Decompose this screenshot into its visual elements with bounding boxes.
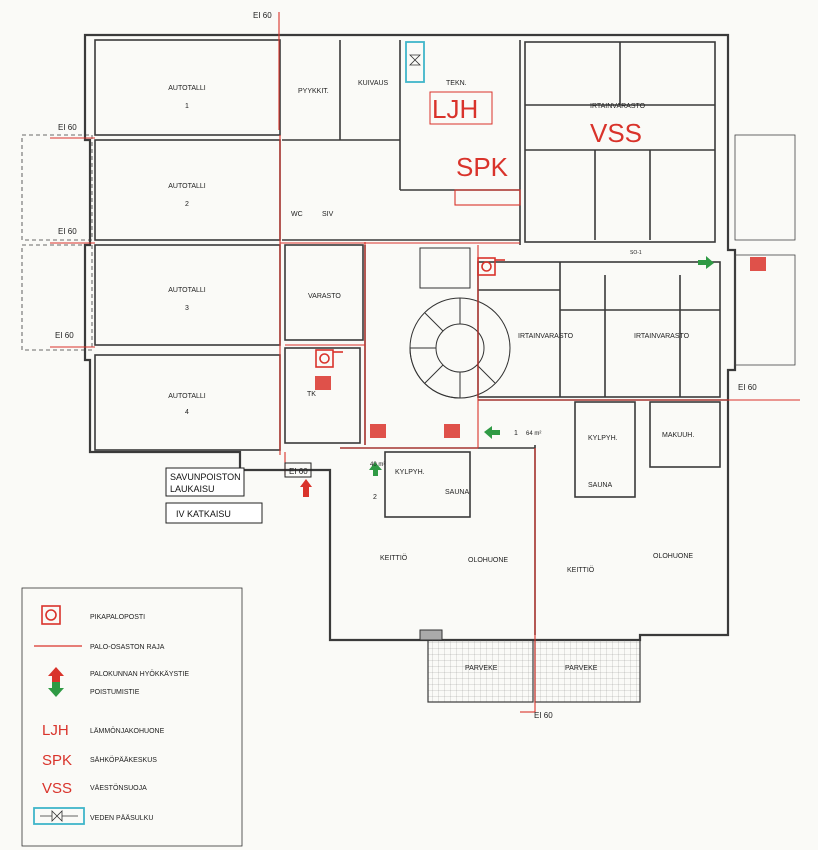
vss-marker: VSS <box>590 118 642 148</box>
garage-4-number: 4 <box>185 409 189 416</box>
exit-arrows <box>369 256 714 476</box>
legend-text-2: PALOKUNNAN HYÖKKÄYSTIE <box>90 670 189 678</box>
ei-label-top: EI 60 <box>253 11 272 20</box>
garage-1-number: 1 <box>185 103 189 110</box>
garage-3-label: AUTOTALLI <box>168 287 206 294</box>
legend-text-3: POISTUMISTIE <box>90 689 140 696</box>
water-valve-icon <box>405 41 425 83</box>
sauna-2-label: SAUNA <box>445 489 469 496</box>
legend-text-5: SÄHKÖPÄÄKESKUS <box>90 756 157 764</box>
olohuone-2-label: OLOHUONE <box>653 553 693 560</box>
ei-label-tk: EI 60 <box>289 467 308 476</box>
elevator <box>419 247 471 289</box>
wc-label: WC <box>291 211 303 218</box>
apartment-1-number: 1 <box>514 430 518 437</box>
right-projections <box>734 134 796 366</box>
legend-abbr-vss: VSS <box>42 780 72 797</box>
labels: AUTOTALLI 1 AUTOTALLI 2 AUTOTALLI 3 AUTO… <box>55 11 757 720</box>
kylpy-2-label: KYLPYH. <box>395 469 425 476</box>
parveke-1-label: PARVEKE <box>465 665 498 672</box>
apartment-2-number: 2 <box>373 494 377 501</box>
spiral-stairs <box>409 297 511 399</box>
legend-hose-reel-icon <box>41 605 61 625</box>
garage-block <box>21 39 281 451</box>
legend-text-6: VÄESTÖNSUOJA <box>90 784 147 792</box>
keittio-1-label: KEITTIÖ <box>380 554 408 562</box>
ei-label-left-2: EI 60 <box>58 227 77 236</box>
compartment-lines <box>50 12 800 713</box>
garage-1-label: AUTOTALLI <box>168 85 206 92</box>
garage-3-number: 3 <box>185 305 189 312</box>
varasto-label: VARASTO <box>308 293 341 300</box>
balconies <box>419 629 641 703</box>
storage-top-label: IRTAINVARASTO <box>590 103 646 110</box>
garage-2-label: AUTOTALLI <box>168 183 206 190</box>
iv-cutoff-label: IV KATKAISU <box>176 509 231 519</box>
technical-label: TEKN. <box>446 80 467 87</box>
legend-abbr-spk: SPK <box>42 752 72 769</box>
makuuh-label: MAKUUH. <box>662 432 694 439</box>
keittio-2-label: KEITTIÖ <box>567 566 595 574</box>
fire-access-markers <box>300 257 766 497</box>
spk-marker: SPK <box>456 152 509 182</box>
legend-water-valve-icon <box>33 807 85 825</box>
sauna-1-label: SAUNA <box>588 482 612 489</box>
ei-label-left-3: EI 60 <box>55 331 74 340</box>
callout-boxes <box>165 462 312 524</box>
storage-mid-2-label: IRTAINVARASTO <box>634 333 690 340</box>
ljh-box <box>429 91 493 125</box>
apartment-2-area: 40 m² <box>370 462 385 468</box>
legend: PIKAPALOPOSTI PALO-OSASTON RAJA PALOKUNN… <box>21 587 243 847</box>
legend-text-7: VEDEN PÄÄSULKU <box>90 814 153 822</box>
legend-text-0: PIKAPALOPOSTI <box>90 614 145 621</box>
siv-label: SIV <box>322 211 334 218</box>
drying-label: KUIVAUS <box>358 80 389 87</box>
smoke-vent-label-2: LAUKAISU <box>170 484 215 494</box>
olohuone-1-label: OLOHUONE <box>468 557 508 564</box>
laundry-label: PYYKKIT. <box>298 88 329 95</box>
legend-text-4: LÄMMÖNJAKOHUONE <box>90 727 165 735</box>
kylpy-1-label: KYLPYH. <box>588 435 618 442</box>
tk-label: TK <box>307 391 316 398</box>
legend-abbr-ljh: LJH <box>42 722 69 739</box>
smoke-vent-label-1: SAVUNPOISTON <box>170 472 241 482</box>
legend-text-1: PALO-OSASTON RAJA <box>90 644 165 651</box>
ei-label-left-1: EI 60 <box>58 123 77 132</box>
garage-4-label: AUTOTALLI <box>168 393 206 400</box>
ljh-marker: LJH <box>432 94 478 124</box>
apartment-1-area: 64 m² <box>526 431 541 437</box>
legend-green-arrow-down-icon <box>48 682 64 697</box>
so-label: SO-1 <box>630 250 642 256</box>
legend-frame <box>21 587 243 847</box>
hose-reel-icons <box>315 257 505 368</box>
storage-mid-1-label: IRTAINVARASTO <box>518 333 574 340</box>
garage-2-number: 2 <box>185 201 189 208</box>
ei-label-bottom: EI 60 <box>534 711 553 720</box>
ei-label-right: EI 60 <box>738 383 757 392</box>
legend-red-arrow-up-icon <box>48 667 64 682</box>
parveke-2-label: PARVEKE <box>565 665 598 672</box>
